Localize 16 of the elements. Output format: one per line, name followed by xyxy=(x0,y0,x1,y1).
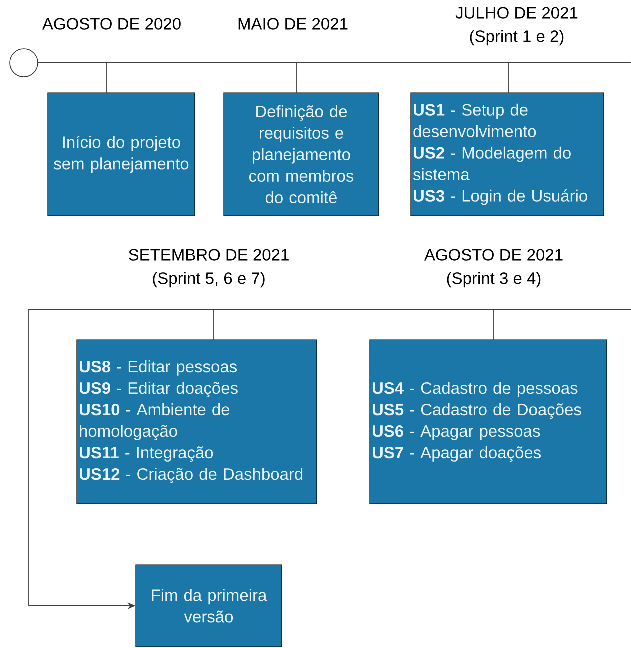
milestone-box: Início do projeto sem planejamento xyxy=(48,92,196,216)
milestone-box: US8 - Editar pessoas US9 - Editar doações US10 - Ambiente de homologação US11 - Integração US12 - Criação de Dashboard xyxy=(76,340,318,504)
date-label: (Sprint 3 e 4) xyxy=(447,272,541,288)
date-label: MAIO DE 2021 xyxy=(238,18,348,30)
date-label: AGOSTO DE 2020 xyxy=(42,18,181,30)
milestone-box: Fim da primeira versão xyxy=(136,564,282,648)
date-label: SETEMBRO DE 2021 xyxy=(129,249,289,261)
date-label: (Sprint 1 e 2) xyxy=(470,30,564,46)
connector xyxy=(38,62,631,64)
milestone-box: Definição de requisitos e planejamento com membros do comitê xyxy=(224,92,380,216)
milestone-box: US1 - Setup de desenvolvimento US2 - Modelagem do sistema US3 - Login de Usuário xyxy=(410,92,604,216)
date-label: (Sprint 5, 6 e 7) xyxy=(153,272,265,288)
date-label: AGOSTO DE 2021 xyxy=(424,249,563,261)
start-circle xyxy=(10,48,38,78)
milestone-box: US4 - Cadastro de pessoas US5 - Cadastro de Doações US6 - Apagar pessoas US7 - Apagar doações xyxy=(370,340,608,504)
date-label: JULHO DE 2021 xyxy=(456,7,578,19)
